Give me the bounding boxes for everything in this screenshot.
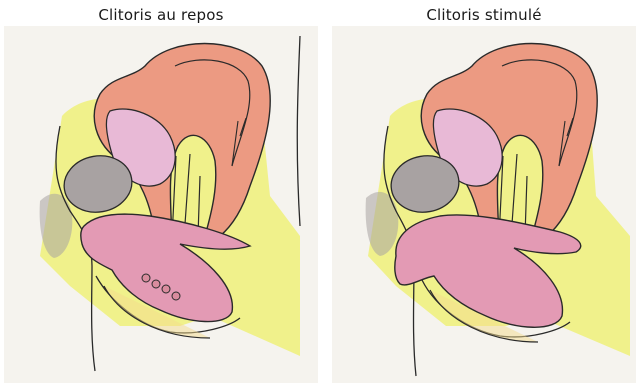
anatomy-drawing-stimulated (330, 26, 638, 383)
panel-divider (322, 0, 330, 383)
caption-resting: Clitoris au repos (0, 6, 322, 24)
panel-resting: Clitoris au repos (0, 0, 322, 383)
anatomy-drawing-resting (0, 26, 322, 383)
caption-stimulated: Clitoris stimulé (330, 6, 638, 24)
panel-stimulated: Clitoris stimulé (330, 0, 638, 383)
